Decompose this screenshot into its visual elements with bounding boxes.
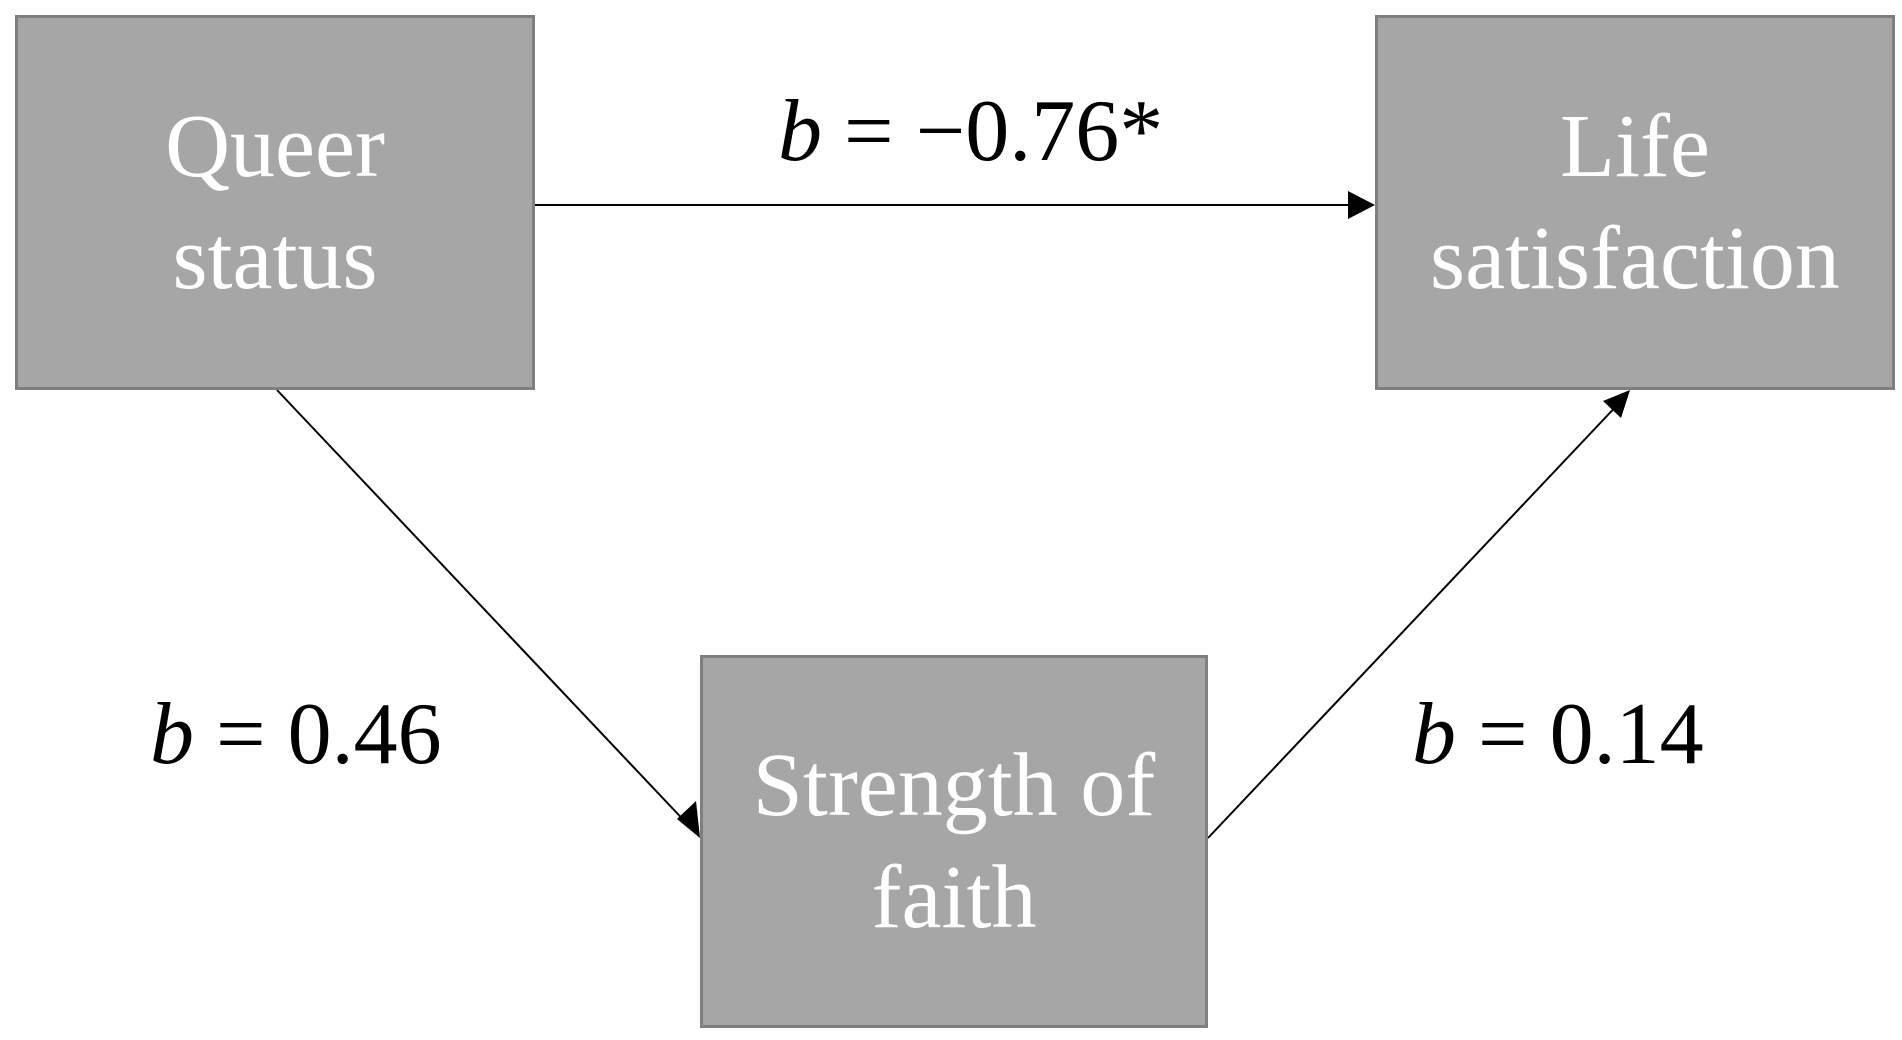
edge-b-path (1207, 390, 1630, 839)
node-strength-of-faith-line-2: faith (871, 847, 1037, 947)
edge-a-path-line (276, 389, 693, 830)
node-queer-status-line-2: status (172, 208, 378, 308)
edge-direct-equals: = (822, 83, 916, 180)
node-life-satisfaction-line-1: Life (1560, 96, 1710, 196)
edge-a-path-value: 0.46 (287, 686, 442, 783)
node-strength-of-faith-line-1: Strength of (752, 735, 1156, 835)
edge-a-path (276, 389, 700, 838)
edge-direct-value: −0.76* (915, 83, 1164, 180)
edge-b-path-equals: = (1456, 686, 1550, 783)
edge-direct-label: b = −0.76* (778, 82, 1163, 182)
edge-direct (535, 191, 1375, 219)
edge-b-path-coef-symbol: b (1412, 686, 1456, 783)
edge-b-path-line (1207, 399, 1623, 839)
edge-b-path-label: b = 0.14 (1412, 685, 1704, 785)
node-strength-of-faith: Strength of faith (700, 655, 1208, 1028)
edge-b-path-arrowhead (1603, 390, 1630, 418)
edge-a-path-arrowhead (677, 801, 700, 838)
node-life-satisfaction: Life satisfaction (1375, 15, 1895, 390)
edge-direct-coef-symbol: b (778, 83, 822, 180)
node-life-satisfaction-line-2: satisfaction (1430, 208, 1840, 308)
edge-a-path-equals: = (194, 686, 288, 783)
node-queer-status-line-1: Queer (165, 96, 385, 196)
edge-b-path-value: 0.14 (1549, 686, 1704, 783)
edge-a-path-coef-symbol: b (150, 686, 194, 783)
node-queer-status: Queer status (15, 15, 535, 390)
edge-a-path-label: b = 0.46 (150, 685, 442, 785)
edge-direct-arrowhead (1348, 191, 1375, 219)
